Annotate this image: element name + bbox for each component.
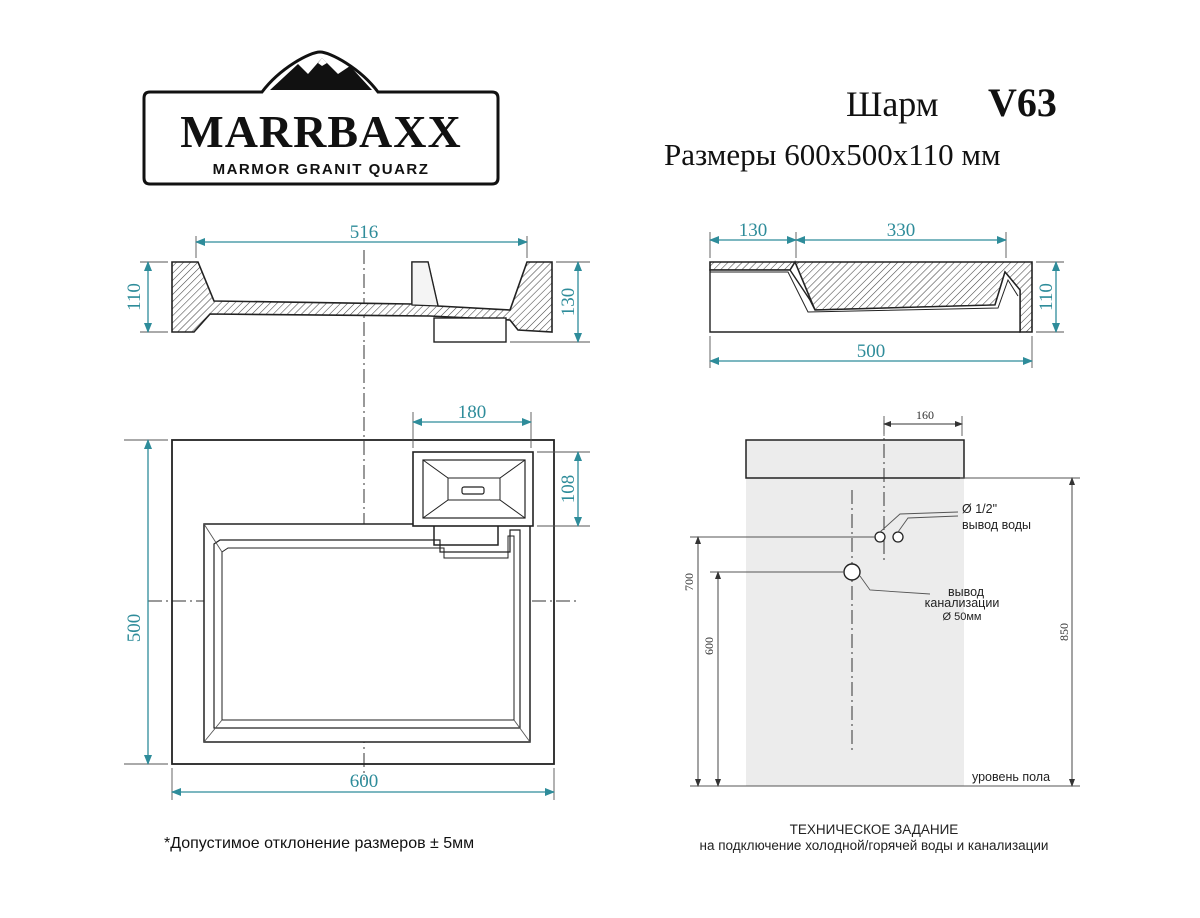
front-left-height-label: 110: [124, 283, 145, 311]
water-outlet-label: вывод воды: [962, 518, 1031, 532]
sink-slab: [745, 439, 965, 479]
spec-title: ТЕХНИЧЕСКОЕ ЗАДАНИЕ: [790, 822, 959, 837]
front-width-label: 516: [350, 222, 379, 243]
wall-area: [746, 478, 964, 786]
plan-width-label: 600: [350, 771, 379, 792]
side-height-label: 110: [1036, 283, 1057, 311]
water-outlet-left: [874, 531, 886, 543]
logo-brand-text: MARRBAXX: [180, 106, 461, 157]
drain-diameter-label: Ø 50мм: [943, 611, 982, 623]
overflow-width-label: 180: [458, 402, 487, 423]
spec-subtitle: на подключение холодной/горячей воды и к…: [700, 838, 1049, 853]
overflow-height-label: 108: [558, 475, 579, 504]
drain-height-label: 600: [702, 637, 716, 655]
side-right-part-label: 330: [887, 220, 916, 241]
drain-label-line2: канализации: [925, 596, 1000, 610]
water-diameter-label: Ø 1/2": [962, 502, 997, 516]
installation-diagram: 160 Ø 1/2" вывод воды вывод канализации …: [682, 408, 1080, 787]
model-prefix: Шарм: [846, 84, 939, 124]
model-code: V63: [988, 80, 1057, 125]
plan-view: 180 108 500 600: [124, 345, 590, 800]
plan-depth-label: 500: [124, 614, 145, 643]
top-height-label: 850: [1057, 623, 1071, 641]
drain-outlet: [433, 317, 507, 343]
logo-tagline-text: MARMOR GRANIT QUARZ: [213, 161, 430, 178]
floor-level-label: уровень пола: [972, 770, 1050, 784]
overflow-grate: [412, 451, 534, 527]
overflow-slot: [461, 486, 485, 495]
front-section-body: [171, 261, 553, 333]
front-right-height-label: 130: [558, 288, 579, 317]
logo-frame: [142, 50, 500, 186]
front-section-view: 516 110 130: [124, 222, 590, 345]
plan-outline: [171, 439, 555, 765]
drain-outlet-circle: [843, 563, 861, 581]
drain-label-line1: вывод: [948, 585, 985, 599]
tolerance-note: *Допустимое отклонение размеров ± 5мм: [164, 835, 474, 852]
basin-rim: [203, 520, 531, 743]
product-dimensions: Размеры 600х500х110 мм: [664, 137, 1001, 172]
install-offset-label: 160: [916, 408, 934, 422]
side-depth-label: 500: [857, 341, 886, 362]
mountain-icon: [270, 58, 372, 90]
water-height-label: 700: [682, 573, 696, 591]
water-outlet-right: [892, 531, 904, 543]
side-section-view: 130 330 110 500: [709, 220, 1064, 368]
side-left-part-label: 130: [739, 220, 768, 241]
brand-logo: MARRBAXX MARMOR GRANIT QUARZ: [142, 50, 500, 186]
